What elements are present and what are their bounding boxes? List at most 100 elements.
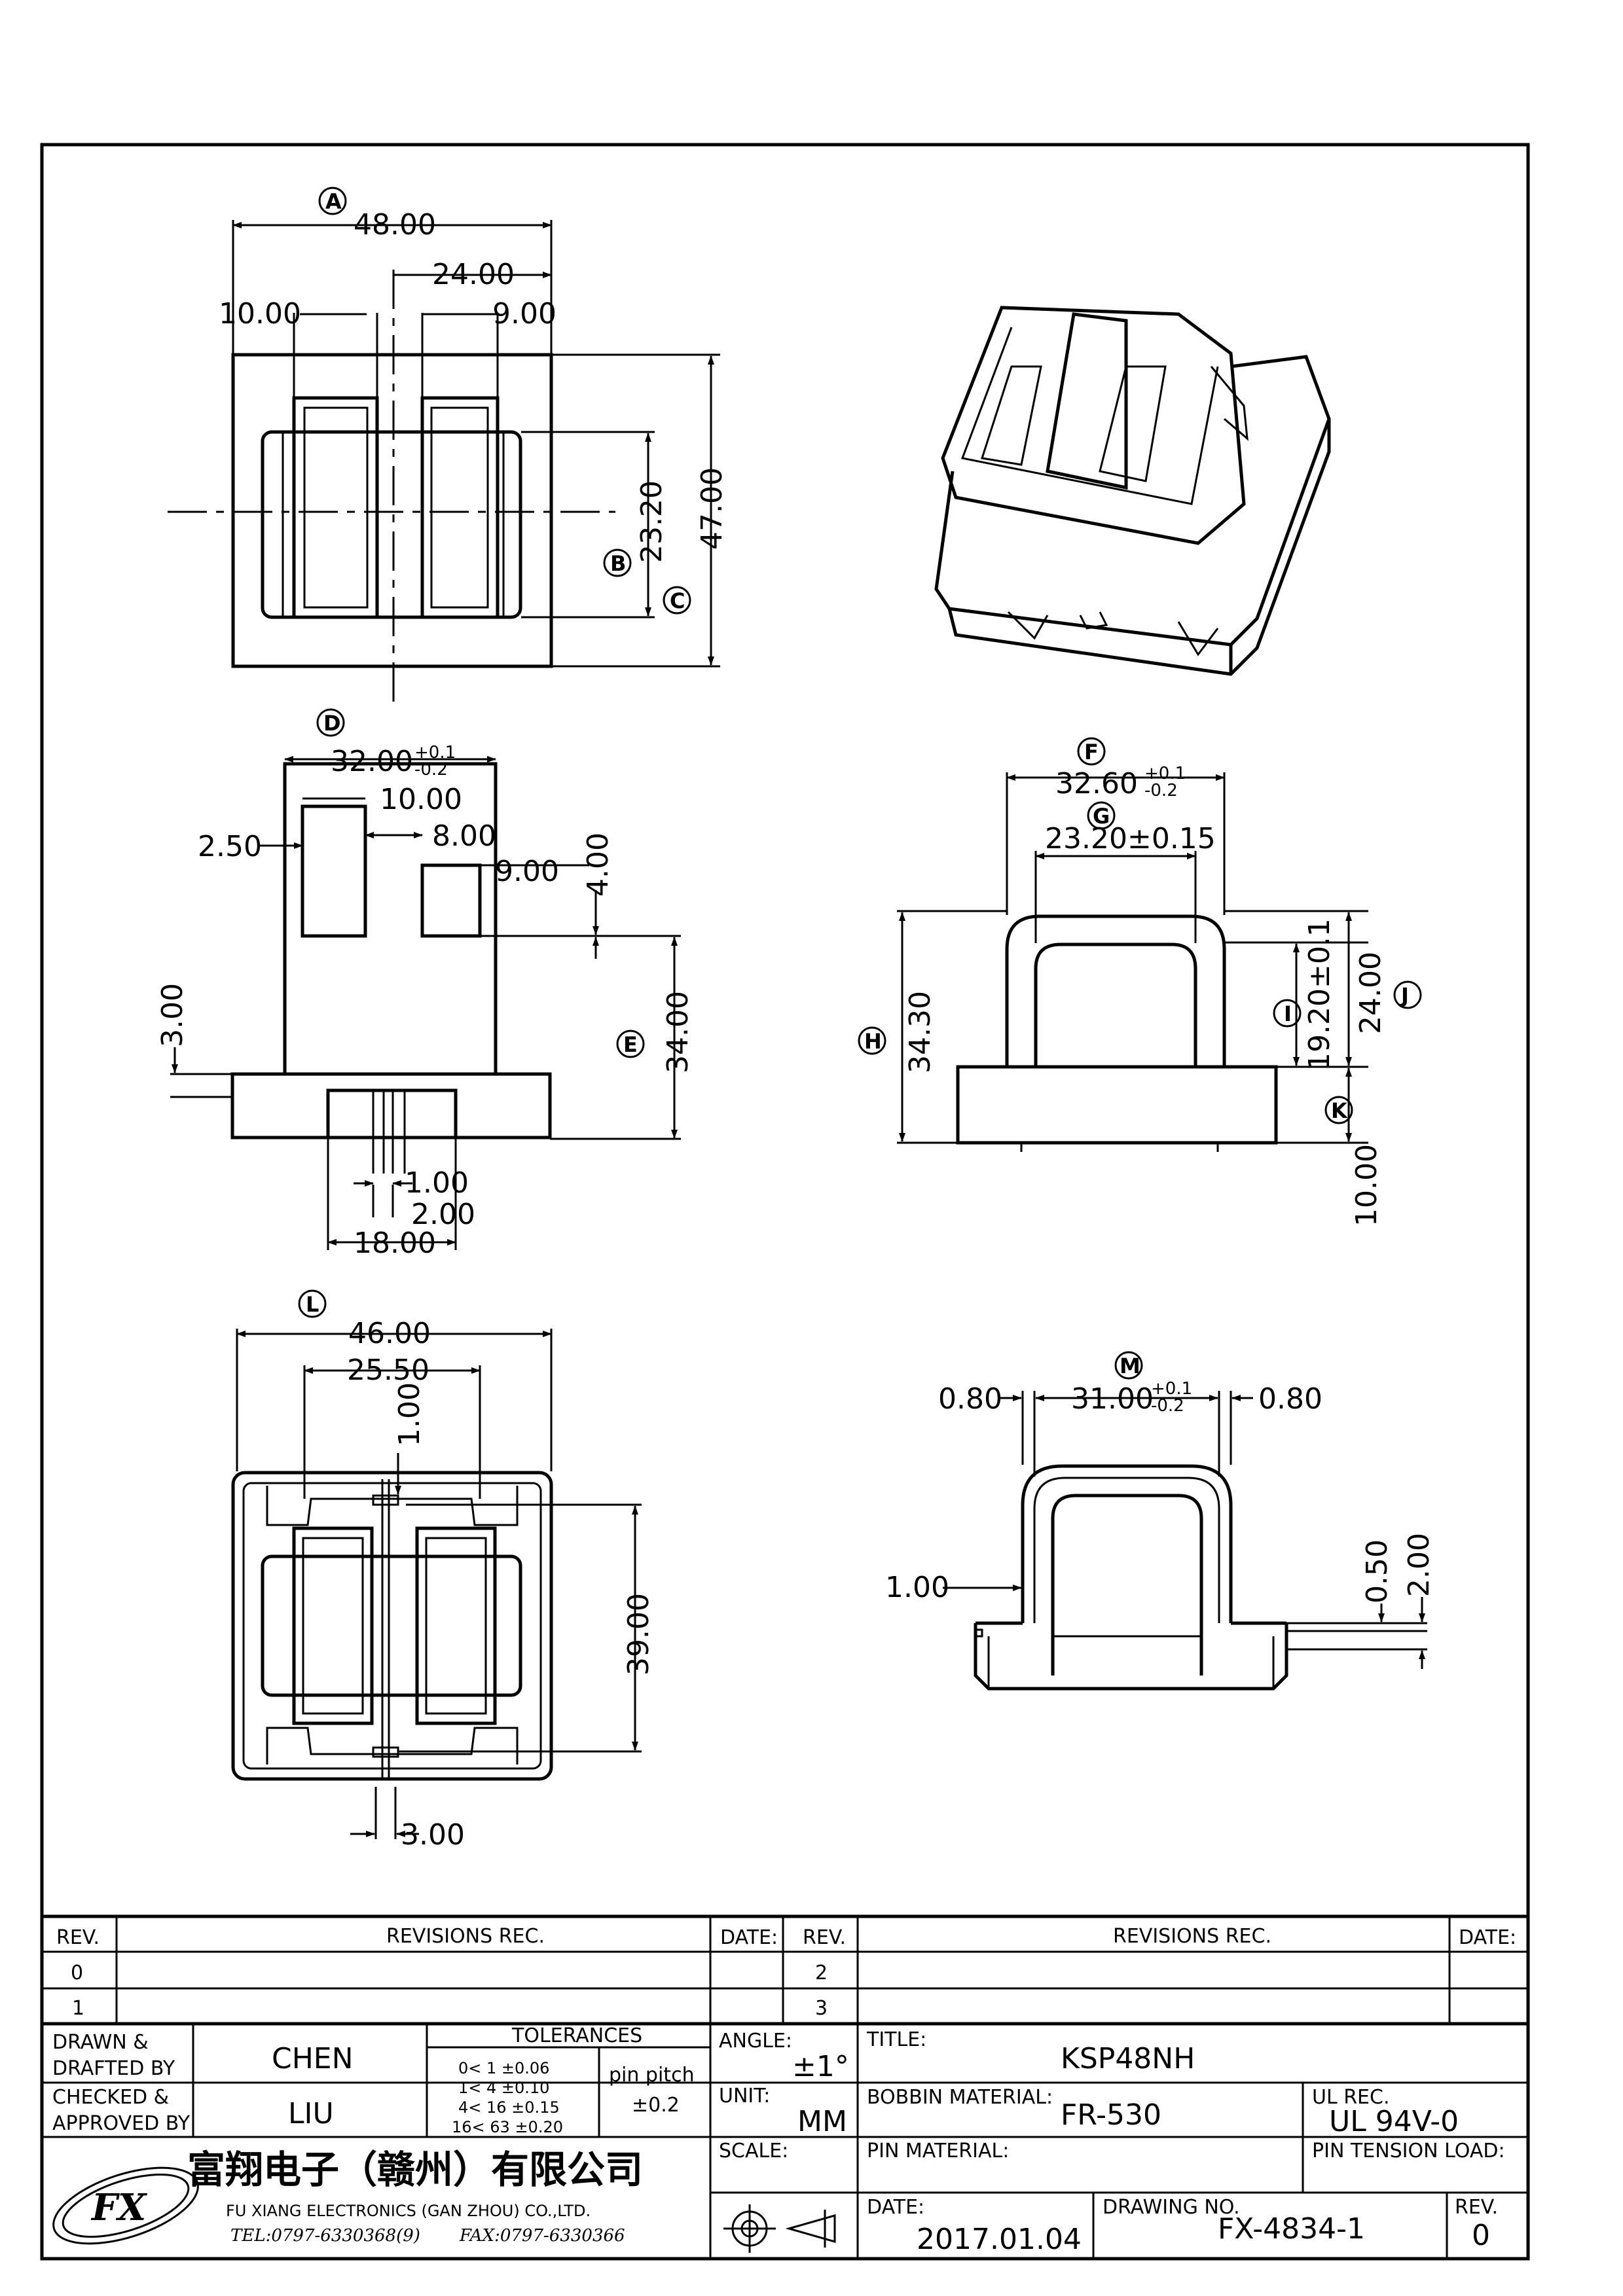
ul-rec-value: UL 94V-0 (1329, 2105, 1459, 2138)
label-d: D (323, 711, 341, 736)
checked-label: CHECKED & (52, 2086, 169, 2109)
dim-48: 48.00 (354, 208, 436, 242)
label-i: I (1284, 1001, 1292, 1026)
company-name-en: FU XIANG ELECTRONICS (GAN ZHOU) CO.,LTD. (226, 2202, 591, 2220)
dim-1: 1.00 (405, 1166, 469, 1200)
sheet-border (40, 143, 1530, 2261)
company-fax: FAX:0797-6330366 (459, 2226, 625, 2246)
date-header-right: DATE: (1459, 1926, 1516, 1949)
dim-2: 2.00 (1402, 1533, 1436, 1597)
dim-31: 31.00 (1071, 1382, 1154, 1416)
dim-2: 2.00 (411, 1198, 475, 1231)
side-view: 32.60 +0.1 -0.2 23.20±0.15 34.30 19.20±0… (858, 737, 1422, 1227)
dim-3: 3.00 (156, 983, 189, 1047)
dim-0-5: 0.50 (1360, 1539, 1394, 1604)
dim-24: 24.00 (1354, 952, 1387, 1034)
dim-23-2-tol: 23.20±0.15 (1045, 822, 1216, 855)
label-l: L (306, 1292, 319, 1317)
dim-32-tol-up: +0.1 (414, 743, 456, 762)
drawing-no-label: DRAWING NO. (1103, 2196, 1240, 2219)
unit-value: MM (797, 2105, 847, 2138)
revisions-header-left: REVISIONS REC. (386, 1925, 545, 1948)
label-g: G (1093, 804, 1110, 829)
drafted-label: DRAFTED BY (52, 2057, 175, 2080)
bobbin-material-label: BOBBIN MATERIAL: (867, 2086, 1053, 2109)
date-header-left: DATE: (720, 1926, 778, 1949)
dim-1: 1.00 (885, 1571, 949, 1604)
title-value: KSP48NH (1061, 2042, 1195, 2075)
section-view: 0.80 31.00 +0.1 -0.2 0.80 1.00 0.50 2.00… (885, 1351, 1436, 1691)
dim-25-5: 25.50 (347, 1354, 429, 1387)
pin-material-label: PIN MATERIAL: (867, 2140, 1009, 2162)
label-e: E (623, 1032, 638, 1057)
title-block: REV. REVISIONS REC. DATE: REV. REVISIONS… (42, 1914, 1528, 2259)
dim-24: 24.00 (432, 258, 515, 291)
label-m: M (1120, 1354, 1140, 1378)
dim-32: 32.00 (331, 745, 413, 778)
top-view: 48.00 24.00 10.00 9.00 23.20 47.00 A B C (168, 187, 729, 706)
dim-39: 39.00 (622, 1593, 655, 1676)
dim-1: 1.00 (393, 1382, 426, 1446)
unit-label: UNIT: (719, 2085, 770, 2108)
title-label: TITLE: (866, 2028, 926, 2051)
angle-value: ±1° (792, 2050, 849, 2083)
dim-23-2: 23.20 (635, 480, 668, 563)
dim-8: 8.00 (432, 819, 496, 853)
dim-9: 9.00 (495, 855, 559, 888)
scale-label: SCALE: (719, 2140, 788, 2162)
label-c: C (670, 588, 685, 613)
bobbin-material-value: FR-530 (1061, 2098, 1161, 2132)
logo-letters: FX (90, 2186, 148, 2229)
label-a: A (325, 189, 342, 214)
revisions-header-right: REVISIONS REC. (1113, 1925, 1271, 1948)
dim-2-5: 2.50 (198, 830, 262, 863)
dim-47: 47.00 (695, 467, 729, 550)
approved-label: APPROVED BY (52, 2112, 191, 2135)
dim-10: 10.00 (1350, 1144, 1383, 1227)
drawn-value: CHEN (272, 2042, 354, 2075)
angle-label: ANGLE: (719, 2030, 792, 2053)
company-tel: TEL:0797-6330368(9) (230, 2226, 420, 2246)
dim-46: 46.00 (348, 1317, 431, 1350)
tol-row-2: 1< 4 ±0.10 (458, 2079, 549, 2097)
dim-31-tol-dn: -0.2 (1151, 1396, 1184, 1416)
dim-0-8-right: 0.80 (1258, 1382, 1322, 1416)
dim-18: 18.00 (354, 1227, 436, 1260)
dim-0-8-left: 0.80 (938, 1382, 1002, 1416)
dim-32-tol-dn: -0.2 (414, 760, 448, 780)
ul-rec-label: UL REC. (1312, 2086, 1390, 2109)
rev-header-right: REV. (803, 1926, 846, 1949)
rev-value: 0 (1472, 2219, 1490, 2252)
pin-pitch-label: pin pitch (609, 2064, 695, 2087)
label-f: F (1084, 740, 1099, 764)
tolerances-label: TOLERANCES (511, 2024, 642, 2047)
isometric-view (934, 306, 1331, 676)
label-j: J (1400, 983, 1409, 1008)
dim-10: 10.00 (380, 783, 462, 816)
label-h: H (864, 1029, 882, 1054)
dim-32-6: 32.60 (1055, 767, 1138, 800)
rev-row-3: 3 (815, 1997, 828, 2020)
pin-pitch-value: ±0.2 (632, 2094, 680, 2117)
date-label: DATE: (867, 2196, 924, 2219)
front-view: 32.00 +0.1 -0.2 10.00 2.50 8.00 9.00 4.0… (156, 708, 695, 1260)
dim-34-3: 34.30 (903, 991, 937, 1073)
drawing-no-value: FX-4834-1 (1218, 2212, 1365, 2246)
tol-row-1: 0< 1 ±0.06 (458, 2059, 549, 2077)
date-value: 2017.01.04 (917, 2223, 1082, 2256)
tol-row-4: 16< 63 ±0.20 (452, 2118, 563, 2136)
dim-4: 4.00 (581, 833, 615, 897)
rev-label: REV. (1455, 2196, 1498, 2219)
dim-34: 34.00 (661, 991, 695, 1073)
company-name-cn: 富翔电子（赣州）有限公司 (187, 2147, 643, 2192)
rev-row-0: 0 (71, 1962, 83, 1984)
company-logo-icon: FX (52, 2166, 199, 2245)
dim-9: 9.00 (492, 297, 556, 331)
dim-19-2-tol: 19.20±0.1 (1303, 918, 1336, 1071)
projection-symbol-icon (723, 2204, 836, 2253)
dim-32-6-tol-dn: -0.2 (1144, 781, 1178, 800)
drawn-label: DRAWN & (52, 2031, 149, 2054)
dim-32-6-tol-up: +0.1 (1144, 764, 1186, 783)
bottom-view: 46.00 25.50 1.00 39.00 3.00 L (231, 1289, 655, 1852)
